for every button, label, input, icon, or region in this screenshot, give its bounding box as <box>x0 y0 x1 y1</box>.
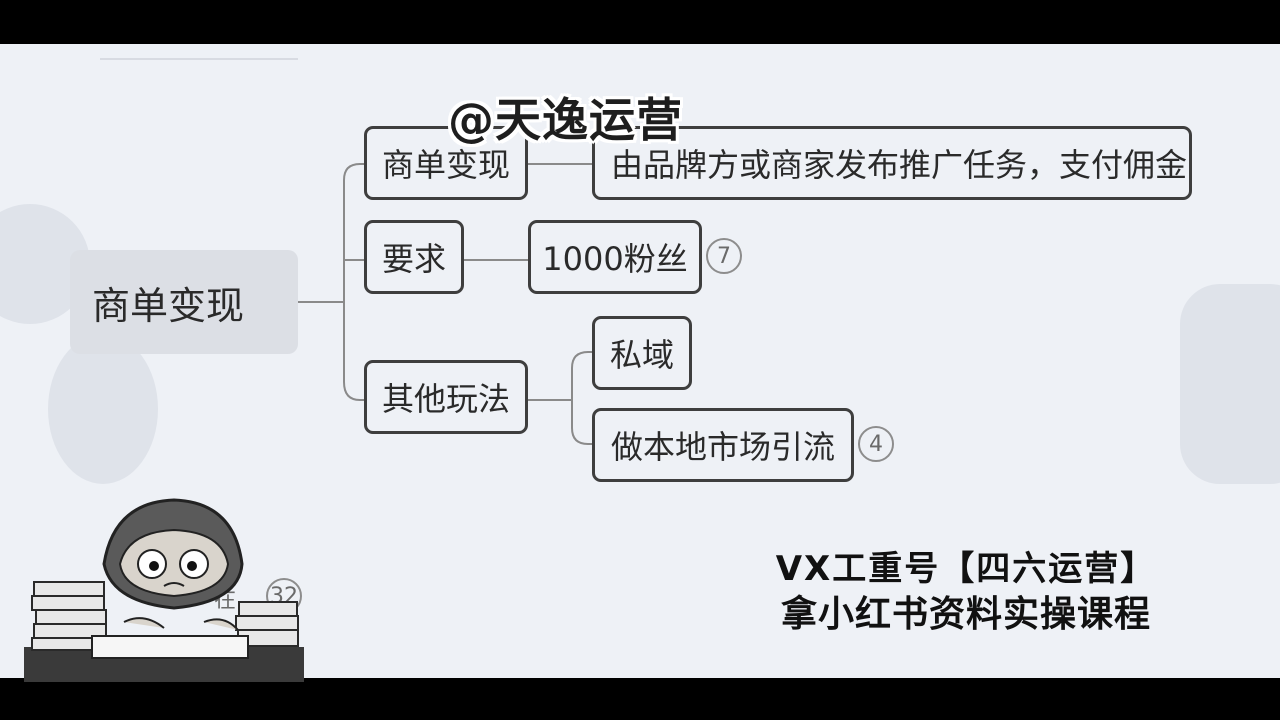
connector-lines <box>298 163 594 445</box>
decorative-shape <box>1180 284 1280 484</box>
leaf-node-local-traffic[interactable]: 做本地市场引流 <box>592 408 854 482</box>
branch-label: 其他玩法 <box>381 380 510 418</box>
count-badge[interactable]: 7 <box>706 238 742 274</box>
promo-banner: VX工重号【四六运营】 拿小红书资料实操课程 <box>756 546 1176 638</box>
detail-node-commercial[interactable]: 由品牌方或商家发布推广任务，支付佣金 <box>592 126 1192 200</box>
divider <box>100 58 298 60</box>
root-node-label: 商单变现 <box>92 283 245 328</box>
leaf-node-private-domain[interactable]: 私域 <box>592 316 692 390</box>
studying-student-illustration <box>24 498 304 682</box>
detail-label: 由品牌方或商家发布推广任务，支付佣金 <box>611 146 1188 184</box>
watermark-text: @天逸运营 <box>448 93 683 147</box>
promo-line-1: VX工重号【四六运营】 <box>775 549 1157 589</box>
detail-node-followers[interactable]: 1000粉丝 <box>528 220 702 294</box>
detail-label: 1000粉丝 <box>542 240 688 278</box>
branch-label: 要求 <box>381 240 446 278</box>
branch-node-commercial[interactable]: 商单变现 <box>364 126 528 200</box>
promo-line-2: 拿小红书资料实操课程 <box>780 594 1151 635</box>
leaf-label: 做本地市场引流 <box>610 428 835 466</box>
root-node[interactable]: 商单变现 <box>70 250 298 354</box>
count-badge[interactable]: 4 <box>858 426 894 462</box>
branch-label: 商单变现 <box>381 146 510 184</box>
branch-node-other[interactable]: 其他玩法 <box>364 360 528 434</box>
branch-node-requirement[interactable]: 要求 <box>364 220 464 294</box>
decorative-circle <box>48 334 158 484</box>
leaf-label: 私域 <box>609 336 674 374</box>
